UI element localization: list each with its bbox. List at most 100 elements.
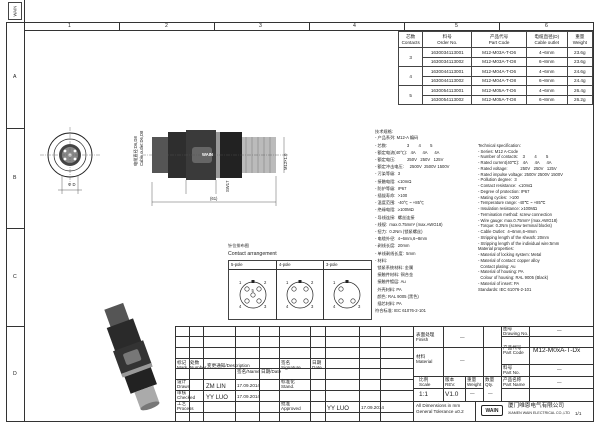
qty-value: — <box>488 391 493 396</box>
corner-stamp: WAIN <box>8 2 22 20</box>
right-border <box>593 22 594 421</box>
col-label: 3 <box>259 23 262 29</box>
spec-line: - Cable Outlet: 4~6mm,6~8mm <box>478 229 537 235</box>
pin-diagram-4 <box>286 280 314 309</box>
row-label: D <box>13 371 17 377</box>
company-name-en: XIAMEN WAIN ELECTRICAL CO.,LTD <box>508 411 570 415</box>
col-label: 6 <box>545 23 548 29</box>
drawn-name: ZM LIN <box>206 384 226 390</box>
front-view <box>40 127 100 194</box>
pin-number: 5 <box>251 288 254 293</box>
spec-line: Material properties: <box>478 246 514 252</box>
spec-line: - Temperature range: -40℃ ~ +85℃ <box>478 200 546 206</box>
pin-number: 3 <box>311 304 314 309</box>
spec-line: - Stripping length of the sheath: 20mm <box>478 234 549 240</box>
drawn-date: 17.09.2014 <box>237 383 260 388</box>
part-name-value: — <box>557 380 562 385</box>
table-row: 1630034113002 M12-M03A-T-D8 6~8mm 23.6g <box>399 56 594 67</box>
tech-en-lines: - Series: M12 A-Code- Number of contacts… <box>478 149 563 293</box>
spec-line: 接触件材料: 铜合金 <box>375 272 414 278</box>
table-row: 4 1630044113001 M12-M04A-T-D6 4~6mm 24.6… <box>397 66 594 86</box>
spec-line: Standards: IEC 61076-2-101 <box>478 286 532 292</box>
pole-label: 3-pole <box>326 262 338 267</box>
pole-label: 4-pole <box>279 262 291 267</box>
approved-date: 17.09.2014 <box>361 405 384 410</box>
spec-line: - Series: M12 A-Code <box>478 148 519 154</box>
side-label: Cable outlet:D6,D8 <box>139 130 144 166</box>
table-row: 5 1630054113001 M12-M05A-T-D6 4~6mm 26.4… <box>397 85 594 105</box>
arrangement-title-cn: 针位排布图 <box>228 243 249 248</box>
weight-value: — <box>470 391 475 396</box>
spec-line: - 剥线长度: 20mm <box>375 243 410 249</box>
spec-line: - 产品系列: M12-A 编码 <box>375 135 419 141</box>
row-label: B <box>13 175 17 181</box>
connector-iso-view <box>104 302 160 411</box>
bottom-border <box>6 421 594 422</box>
page-number: 1/1 <box>575 411 582 416</box>
tech-spec-cn: 技术规格: - 产品系列: M12-A 编码- 芯数: 3 4 5- 额定电流(… <box>375 129 450 314</box>
pin-number: 1 <box>333 280 336 285</box>
spec-line: - 导线连接: 螺丝连接 <box>375 214 415 220</box>
spec-line: - Contact resistance: ≤10mΩ <box>478 183 533 189</box>
pin-number: 3 <box>358 304 361 309</box>
spec-line: - Degree of protection: IP67 <box>478 188 530 194</box>
side-view <box>142 130 288 206</box>
spec-line: - 绝缘电阻: ≥100MΩ <box>375 207 414 213</box>
dim-length: (61) <box>210 196 218 201</box>
tech-cn-lines: - 产品系列: M12-A 编码- 芯数: 3 4 5- 额定电流(40℃): … <box>375 134 449 314</box>
table-row: 1630054113002 M12-M05A-T-D8 6~8mm 26.2g <box>399 94 594 105</box>
spec-line: - Rated voltage: 250V 250V 125V <box>478 165 557 171</box>
col-label: 2 <box>165 23 168 29</box>
spec-line: 颜色: RAL 9005 (黑色) <box>375 293 419 299</box>
sign-name-header: 签名/Name <box>237 369 260 374</box>
spec-line: - 芯数: 3 4 5 <box>375 142 433 148</box>
finish-value: — <box>460 335 465 340</box>
rev-header-description: 变更通知/Description <box>207 363 250 368</box>
date-header: 日期/Date <box>261 369 282 374</box>
pin-number: 2 <box>311 280 314 285</box>
spec-line: - 额定电流(40℃): 4A 4A 4A <box>375 149 440 155</box>
spec-line: - 单线剥线长度: 5mm <box>375 250 416 256</box>
tech-spec-en: Technical specification: - Series: M12 A… <box>478 143 563 292</box>
table-row: 1630044113002 M12-M04A-T-D8 6~8mm 24.4g <box>399 75 594 86</box>
spec-line: - Material of housing: PA <box>478 269 524 275</box>
note-dimensions: All Dimensions in mm <box>416 403 461 408</box>
spec-line: - Mating cycles: >100 <box>478 194 519 200</box>
company-logo: WAIN <box>481 405 503 416</box>
inner-left-border <box>24 0 25 422</box>
dim-phi: Φ D <box>68 182 76 187</box>
top-border <box>6 22 594 23</box>
col-label: 1 <box>68 23 71 29</box>
spec-line: - 电缆外径: 4~6mm,6~8mm <box>375 236 428 242</box>
pin-number: 3 <box>264 304 267 309</box>
col-label: 4 <box>353 23 356 29</box>
pin-number: 4 <box>239 304 242 309</box>
checked-name: YY LUO <box>206 395 228 401</box>
spec-line: - Rated current(40℃): 4A 4A 4A <box>478 160 552 166</box>
arrangement-box: 5-pole 4-pole 3-pole <box>228 260 372 320</box>
company-name-cn: 厦门唯恩电气有限公司 <box>508 403 564 409</box>
material-value: — <box>460 358 465 363</box>
spec-line: - 污染等级: 3 <box>375 171 401 177</box>
left-border <box>6 22 7 421</box>
row-label: C <box>13 274 17 280</box>
drawing-no-value: — <box>557 328 562 333</box>
spec-line: 外壳材料: PA <box>375 286 402 292</box>
spec-line: - 接触电阻: ≤10mΩ <box>375 178 412 184</box>
rev-value: V1.0 <box>445 391 459 398</box>
